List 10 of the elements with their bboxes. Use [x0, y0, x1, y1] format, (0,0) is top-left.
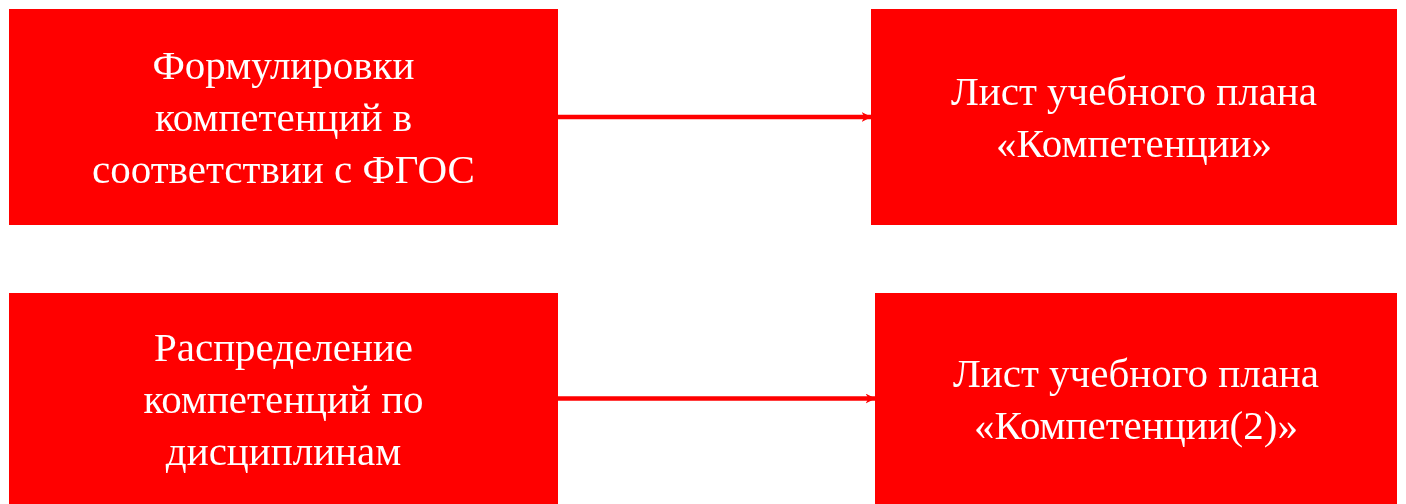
- arrow: [558, 112, 872, 122]
- process-box: [871, 9, 1397, 225]
- process-box: [9, 9, 558, 225]
- box-label: Лист учебного плана «Компетенции»: [950, 67, 1318, 168]
- process-box: [9, 293, 558, 504]
- box-label: Распределение компетенций по дисциплинам: [142, 322, 425, 476]
- process-box: [875, 293, 1397, 504]
- box-label: Формулировки компетенций в соответствии с ФГОС: [91, 41, 476, 194]
- arrow: [558, 393, 876, 404]
- box-label: Лист учебного плана «Компетенции(2)»: [952, 348, 1320, 450]
